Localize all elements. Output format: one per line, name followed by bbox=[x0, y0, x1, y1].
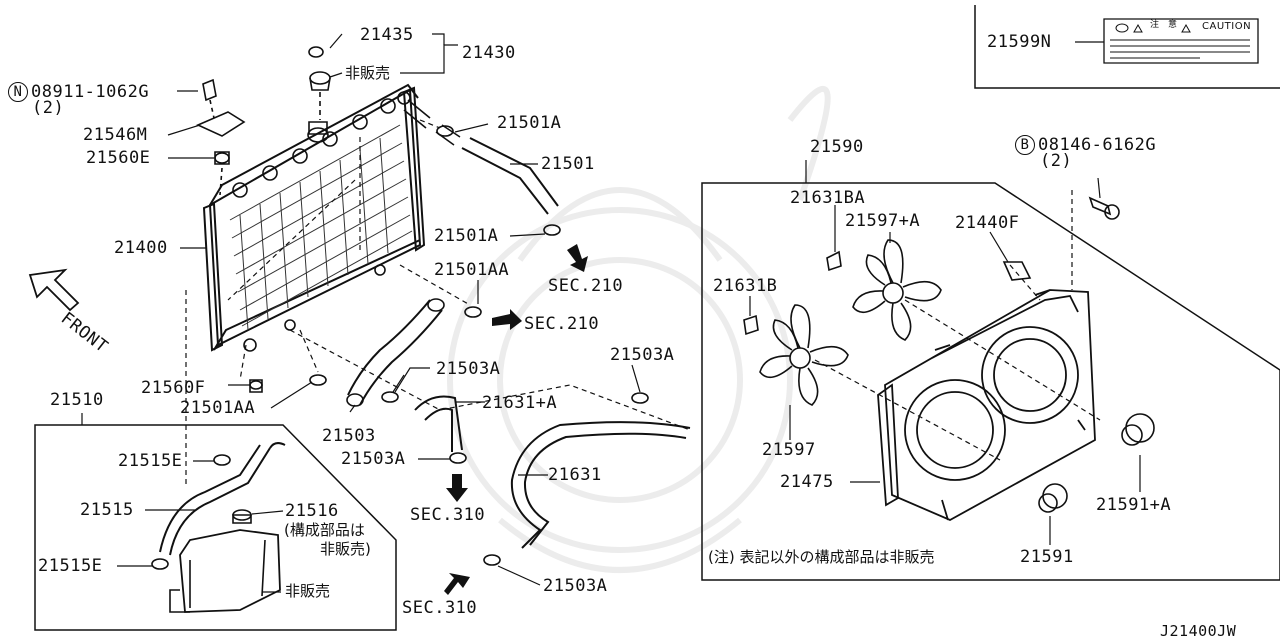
label-sec310-b: SEC.310 bbox=[402, 598, 478, 618]
label-21503: 21503 bbox=[322, 426, 376, 446]
label-21440F: 21440F bbox=[955, 213, 1020, 233]
label-parts-note-1: (構成部品は bbox=[284, 521, 365, 539]
radiator bbox=[204, 85, 430, 351]
heater-hose bbox=[415, 397, 466, 464]
label-fan-note: (注) 表記以外の構成部品は非販売 bbox=[708, 548, 935, 566]
reservoir-box bbox=[35, 425, 396, 630]
label-parts-note-2: 非販売) bbox=[320, 540, 371, 558]
label-21515E-b: 21515E bbox=[38, 556, 103, 576]
label-21435: 21435 bbox=[360, 25, 414, 45]
diagram-id: J21400JW bbox=[1160, 622, 1237, 640]
label-21516: 21516 bbox=[285, 501, 339, 521]
leader-dashes bbox=[186, 120, 690, 485]
label-21560F: 21560F bbox=[141, 378, 206, 398]
label-21503A-d: 21503A bbox=[543, 576, 608, 596]
label-21503A-b: 21503A bbox=[436, 359, 501, 379]
fan-shroud bbox=[878, 290, 1095, 520]
leader-lines bbox=[82, 34, 1140, 592]
label-21591A: 21591+A bbox=[1096, 495, 1172, 515]
label-21590: 21590 bbox=[810, 137, 864, 157]
label-qty-08911: (2) bbox=[32, 98, 65, 118]
label-21631BA: 21631BA bbox=[790, 188, 866, 208]
label-21430: 21430 bbox=[462, 43, 516, 63]
label-21501A-b: 21501A bbox=[434, 226, 499, 246]
direction-arrows bbox=[444, 244, 588, 595]
n-badge: N bbox=[8, 82, 28, 102]
label-21597A: 21597+A bbox=[845, 211, 921, 231]
label-21510: 21510 bbox=[50, 390, 104, 410]
fan-assembly-box bbox=[702, 183, 1280, 580]
label-21400: 21400 bbox=[114, 238, 168, 258]
label-21631: 21631 bbox=[548, 465, 602, 485]
label-21597: 21597 bbox=[762, 440, 816, 460]
label-21515: 21515 bbox=[80, 500, 134, 520]
label-21501AA-a: 21501AA bbox=[180, 398, 256, 418]
label-21515E-a: 21515E bbox=[118, 451, 183, 471]
label-sec310-a: SEC.310 bbox=[410, 505, 486, 525]
label-21501A-a: 21501A bbox=[497, 113, 562, 133]
fan-hardware bbox=[744, 198, 1154, 512]
upper-hose bbox=[436, 125, 560, 235]
label-21631B: 21631B bbox=[713, 276, 778, 296]
label-sec210-b: SEC.210 bbox=[524, 314, 600, 334]
label-21599N: 21599N bbox=[987, 32, 1052, 52]
label-21503A-a: 21503A bbox=[610, 345, 675, 365]
label-21546M: 21546M bbox=[83, 125, 148, 145]
front-arrow bbox=[30, 270, 78, 310]
caution-jp-2: 意 bbox=[1168, 20, 1178, 30]
label-21501: 21501 bbox=[541, 154, 595, 174]
label-21560E: 21560E bbox=[86, 148, 151, 168]
radiator-mount-bracket bbox=[198, 80, 262, 392]
long-hose-21631 bbox=[484, 393, 690, 565]
lower-hose bbox=[310, 299, 481, 406]
caution-label-box bbox=[975, 5, 1280, 88]
label-21475: 21475 bbox=[780, 472, 834, 492]
label-21591: 21591 bbox=[1020, 547, 1074, 567]
label-sec210-a: SEC.210 bbox=[548, 276, 624, 296]
label-21631A: 21631+A bbox=[482, 393, 558, 413]
fan-21597 bbox=[760, 305, 848, 405]
label-21501AA-b: 21501AA bbox=[434, 260, 510, 280]
fan-leader-dashes bbox=[815, 190, 1100, 460]
caution-jp-1: 注 bbox=[1150, 20, 1160, 30]
caution-text: CAUTION bbox=[1202, 21, 1252, 32]
fan-21597A bbox=[853, 240, 941, 340]
label-not-sold-top: 非販売 bbox=[345, 64, 391, 82]
label-08911-text: 08911-1062G bbox=[31, 82, 150, 102]
label-08146-text: 08146-6162G bbox=[1038, 135, 1157, 155]
label-21503A-c: 21503A bbox=[341, 449, 406, 469]
label-not-sold-tank: 非販売 bbox=[285, 582, 331, 600]
b-badge: B bbox=[1015, 135, 1035, 155]
radiator-cap bbox=[309, 47, 330, 120]
watermark-emblem bbox=[450, 89, 828, 570]
label-qty-08146: (2) bbox=[1040, 151, 1073, 171]
